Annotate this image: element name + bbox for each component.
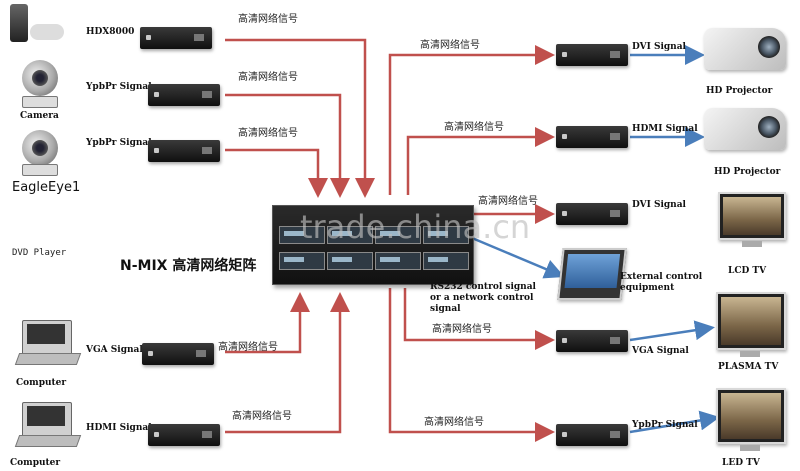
plasma-tv-icon (716, 292, 786, 357)
lcd-tv-icon (718, 192, 786, 247)
rs232-line3: signal (430, 304, 461, 314)
proj2-network-label: 高清网络信号 (444, 122, 504, 133)
matrix-slot (327, 252, 373, 270)
eagle-signal-label: YpbPr Signal (86, 138, 152, 148)
matrix-slot (423, 252, 469, 270)
dvd-player-name: DVD Player (12, 248, 67, 258)
eagleeye-icon (22, 130, 58, 166)
eagleeye-base (22, 164, 58, 176)
plasma-network-label: 高清网络信号 (432, 324, 492, 335)
projector1-icon (704, 28, 786, 70)
led-name: LED TV (722, 458, 760, 468)
matrix-slot (279, 226, 325, 244)
arrow-plasma (403, 288, 555, 350)
camera-network-label: 高清网络信号 (238, 72, 298, 83)
proj2-decoder-box (556, 126, 628, 148)
computer2-name: Computer (10, 458, 61, 468)
arrow-eagle (225, 148, 328, 198)
arrow-proj1 (388, 45, 555, 195)
computer1-network-label: 高清网络信号 (218, 342, 278, 353)
lcd-decoder-box (556, 203, 628, 225)
matrix-title: N-MIX 高清网络矩阵 (120, 258, 257, 274)
eagle-network-label: 高清网络信号 (238, 128, 298, 139)
computer2-network-label: 高清网络信号 (232, 411, 292, 422)
led-decoder-box (556, 424, 628, 446)
proj2-signal-label: HDMI Signal (632, 124, 698, 134)
arrow-out-plasma (629, 320, 715, 342)
nmix-matrix-chassis (272, 205, 474, 285)
camera-encoder-box (148, 84, 220, 106)
computer2-encoder-box (148, 424, 220, 446)
camera-device (14, 60, 64, 110)
camera-icon (22, 60, 58, 96)
computer2-icon (14, 402, 82, 447)
led-network-label: 高清网络信号 (424, 417, 484, 428)
plasma-signal-label: VGA Signal (632, 346, 689, 356)
matrix-slot (423, 226, 469, 244)
plasma-name: PLASMA TV (718, 362, 779, 372)
arrow-led (388, 288, 555, 442)
arrow-proj2 (406, 127, 555, 195)
lcd-network-label: 高清网络信号 (478, 196, 538, 207)
proj1-signal-label: DVI Signal (632, 42, 686, 52)
computer2-signal-label: HDMI Signal (86, 423, 152, 433)
lcd-signal-label: DVI Signal (632, 200, 686, 210)
arrow-camera (225, 93, 350, 198)
projector2-icon (704, 108, 786, 150)
arrow-rs232 (471, 236, 565, 279)
eagle-device (14, 130, 64, 180)
hdx-unit (10, 4, 28, 42)
hdx-camera (30, 24, 64, 40)
external-control-line2: equipment (620, 283, 675, 293)
computer1-signal-label: VGA Signal (86, 345, 143, 355)
hdx-encoder-box (140, 27, 212, 49)
watermark: trade.china.cn (300, 208, 531, 246)
matrix-slot (279, 252, 325, 270)
computer1-name: Computer (16, 378, 67, 388)
computer1-encoder-box (142, 343, 214, 365)
lcd-name: LCD TV (728, 266, 767, 276)
led-signal-label: YpbPr Signal (632, 420, 698, 430)
touch-panel-icon (557, 248, 627, 300)
rs232-line2: or a network control (430, 293, 534, 303)
proj1-decoder-box (556, 44, 628, 66)
camera-signal-label: YpbPr Signal (86, 82, 152, 92)
matrix-slot (327, 226, 373, 244)
rs232-line1: RS232 control signal (430, 282, 536, 292)
hdx-network-label: 高清网络信号 (238, 14, 298, 25)
camera-name: Camera (20, 111, 59, 121)
computer1-icon (14, 320, 82, 365)
hdx-signal-label: HDX8000 (86, 27, 135, 37)
arrow-hdx (225, 38, 375, 198)
arrow-computer2 (225, 292, 350, 434)
eagle-encoder-box (148, 140, 220, 162)
rs232-label: RS232 control signal or a network contro… (430, 282, 536, 315)
camera-base (22, 96, 58, 108)
external-control-label: External control equipment (620, 272, 702, 294)
matrix-slot (375, 226, 421, 244)
proj2-name: HD Projector (714, 167, 781, 177)
arrow-computer1 (225, 292, 310, 354)
matrix-slot (375, 252, 421, 270)
proj1-network-label: 高清网络信号 (420, 40, 480, 51)
external-control-line1: External control (620, 272, 703, 282)
eagleeye-name: EagleEye1 (12, 180, 81, 195)
led-tv-icon (716, 388, 786, 451)
plasma-decoder-box (556, 330, 628, 352)
proj1-name: HD Projector (706, 86, 773, 96)
hdx-device (2, 4, 72, 48)
arrow-out-led (629, 410, 720, 434)
